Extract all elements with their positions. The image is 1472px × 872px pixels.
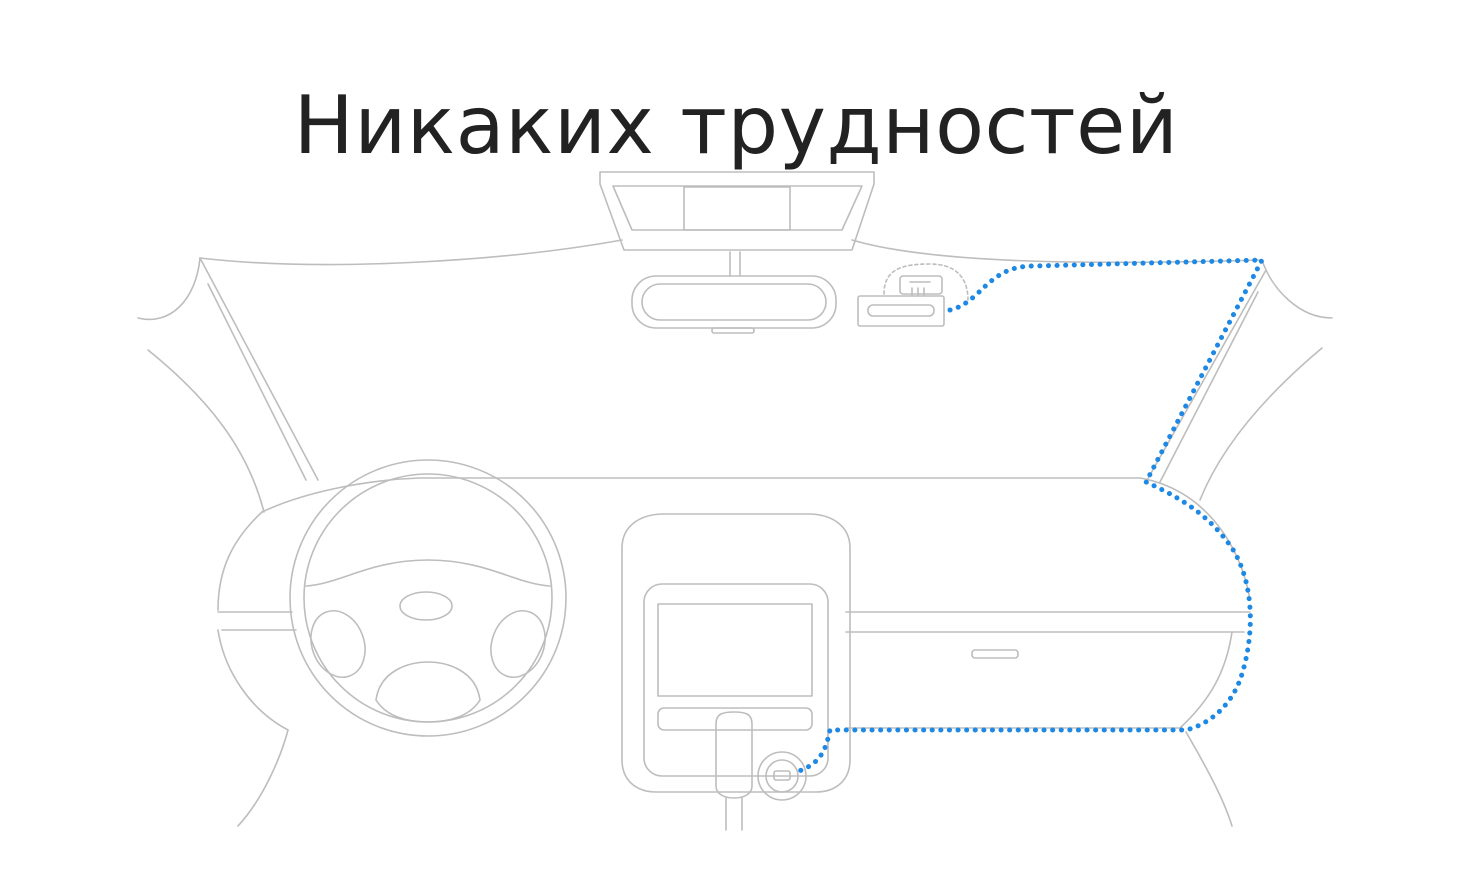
left-footwell — [237, 729, 289, 827]
steering-wheel-spoke-top — [305, 559, 551, 587]
console-panel — [643, 583, 829, 777]
windshield-top-right — [851, 239, 1263, 264]
glovebox-handle — [971, 649, 1019, 659]
dashboard-left-end — [217, 511, 263, 611]
steering-wheel-hub — [399, 591, 453, 621]
steering-wheel-outer — [289, 459, 567, 737]
glovebox-outline — [845, 631, 1233, 729]
mirror-base — [711, 327, 755, 334]
windshield-top — [199, 239, 623, 266]
steering-wheel-button-right — [490, 610, 546, 678]
center-console — [621, 513, 851, 793]
roof-console-screen — [683, 186, 791, 231]
a-pillar-right-outer — [1145, 269, 1267, 483]
rearview-mirror-inner — [641, 283, 827, 321]
gear-shifter — [715, 711, 753, 799]
a-pillar-left-inner — [207, 283, 307, 481]
a-pillar-left-outer — [199, 257, 319, 481]
right-door-curve — [1199, 347, 1323, 501]
dashcam-icon — [857, 263, 969, 327]
roof-console-inner — [612, 185, 863, 231]
roof-console — [599, 171, 875, 251]
page-title: Никаких трудностей — [293, 78, 1179, 172]
steering-wheel-inner — [303, 473, 553, 723]
cable-route — [793, 257, 1267, 775]
left-door-curve — [147, 349, 265, 513]
steering-wheel-button-left — [310, 610, 366, 678]
a-pillar-right-top — [1261, 259, 1333, 319]
infotainment-screen — [657, 603, 813, 697]
a-pillar-left-top — [137, 257, 201, 321]
steering-wheel-bottom — [375, 661, 481, 723]
dashboard-top — [261, 477, 1251, 601]
right-footwell — [1185, 731, 1233, 827]
dashboard-left-lower — [217, 629, 289, 731]
car-charger-icon — [757, 751, 807, 801]
a-pillar-right-inner — [1159, 291, 1259, 483]
car-outline — [137, 171, 1333, 831]
console-control-strip — [657, 707, 813, 731]
